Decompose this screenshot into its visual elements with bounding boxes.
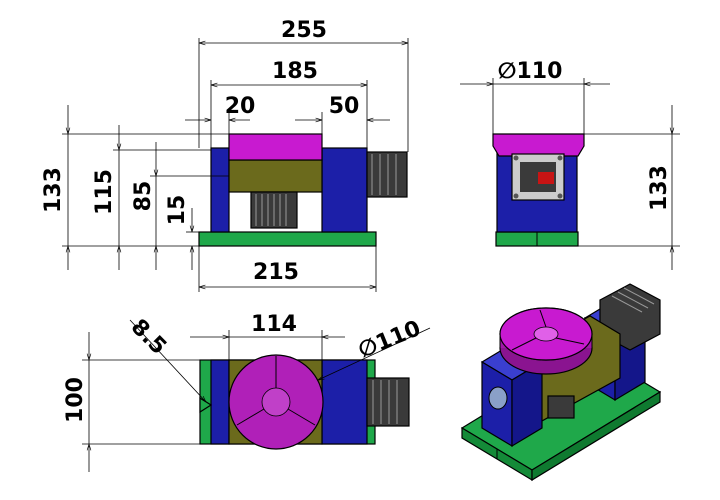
dim-right-offset: 50	[329, 94, 360, 119]
front-chuck	[228, 133, 323, 161]
dim-depth: 100	[63, 377, 88, 423]
top-jaw-3	[236, 408, 265, 426]
isometric-view	[460, 283, 662, 482]
dim-top-chuck-diameter: ∅110	[355, 316, 424, 363]
front-rotor-body	[228, 159, 323, 193]
iso-chuck-jaw-1	[539, 309, 547, 328]
top-jaw-2	[287, 408, 316, 426]
side-bolt-2	[557, 155, 563, 161]
iso-chuck-center	[533, 326, 559, 342]
dim-height-to-chuck: 115	[92, 169, 117, 215]
top-view: 8.5 114 ∅110 100	[63, 312, 431, 472]
dim-left-offset: 20	[225, 94, 256, 119]
iso-chuck-jaw-3	[511, 337, 537, 351]
top-left-housing	[210, 359, 230, 445]
dim-base-thickness: 15	[165, 195, 190, 226]
iso-worm-block	[547, 395, 575, 419]
side-bolt-3	[513, 193, 519, 199]
dim-side-chuck-diameter: ∅110	[498, 59, 563, 84]
side-view: ∅110 133	[460, 59, 680, 270]
side-bolt-1	[513, 155, 519, 161]
top-motor	[366, 377, 410, 427]
dim-base-width: 215	[253, 260, 299, 285]
side-chuck	[492, 133, 585, 157]
front-motor	[366, 151, 408, 198]
front-right-housing	[321, 147, 368, 233]
dim-total-height: 133	[41, 167, 66, 213]
top-right-housing	[321, 359, 368, 445]
iso-chuck-jaw-2	[555, 337, 585, 345]
front-base-plate	[198, 231, 377, 247]
dim-overall-width: 255	[281, 18, 327, 43]
front-view: 255 185 20 50 215 133 115	[41, 18, 409, 292]
dim-housing-width: 185	[272, 59, 318, 84]
side-motor-label-red	[538, 172, 554, 184]
dim-side-total-height: 133	[647, 165, 672, 211]
front-left-housing	[210, 147, 230, 233]
iso-left-housing-bore	[488, 386, 508, 410]
side-bolt-4	[557, 193, 563, 199]
top-chuck-center	[261, 387, 291, 417]
iso-base-side	[531, 390, 661, 482]
dim-chamfer: 8.5	[126, 315, 171, 360]
dim-axis-height: 85	[131, 181, 156, 212]
dim-housing-span: 114	[251, 312, 297, 337]
